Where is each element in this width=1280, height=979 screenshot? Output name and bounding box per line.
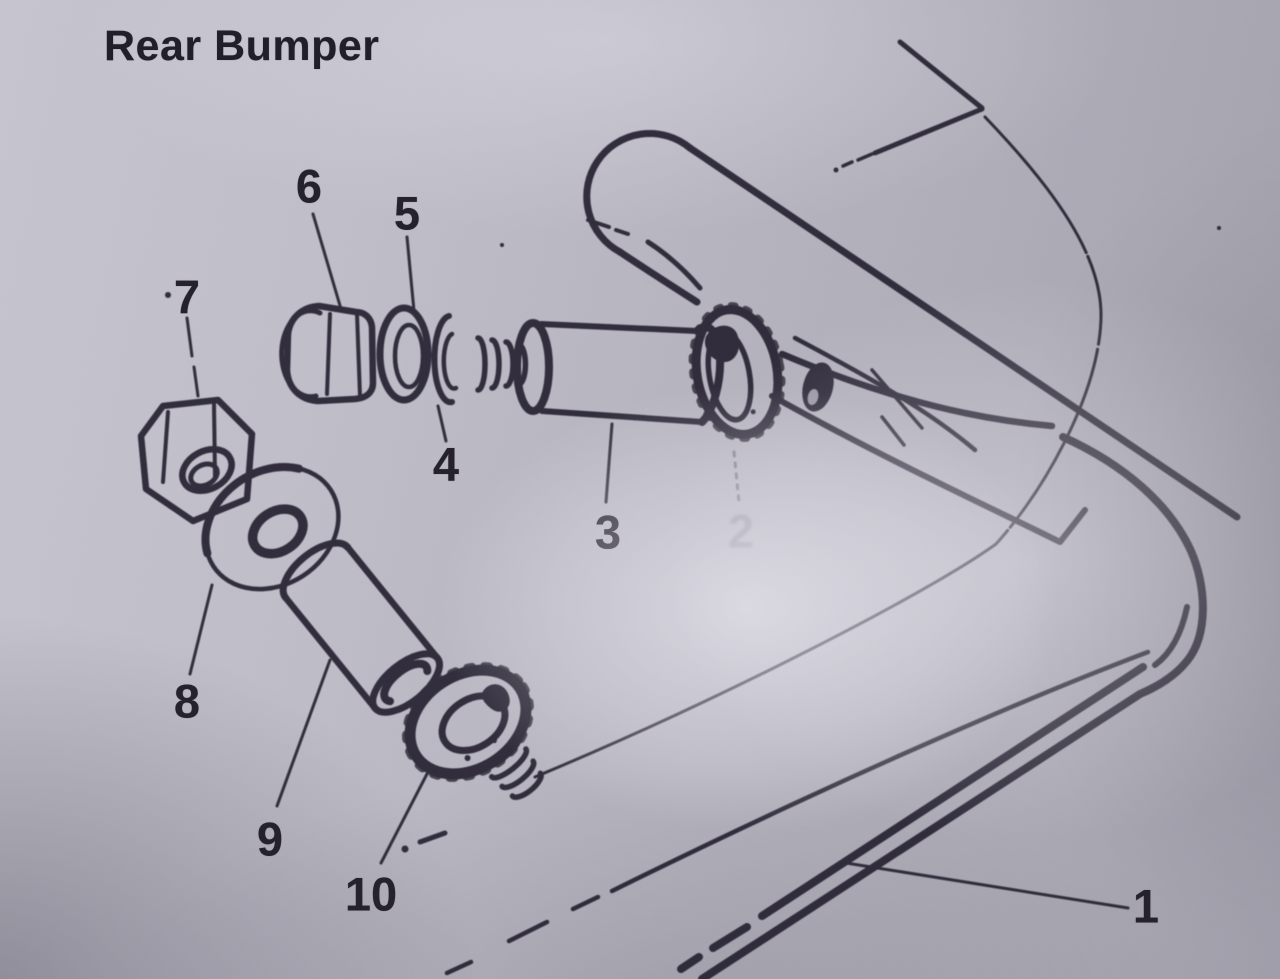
part-label-7: 7 <box>173 270 201 324</box>
part-label-3: 3 <box>594 505 622 559</box>
part-label-4: 4 <box>432 437 460 491</box>
part-label-5: 5 <box>393 186 421 240</box>
part-label-1: 1 <box>1132 879 1160 933</box>
part-label-9: 9 <box>256 812 284 866</box>
part-label-2: 2 <box>727 504 755 558</box>
part-label-8: 8 <box>173 674 201 728</box>
part-label-6: 6 <box>295 159 323 213</box>
part-label-10: 10 <box>344 867 398 921</box>
page-title: Rear Bumper <box>104 22 380 70</box>
